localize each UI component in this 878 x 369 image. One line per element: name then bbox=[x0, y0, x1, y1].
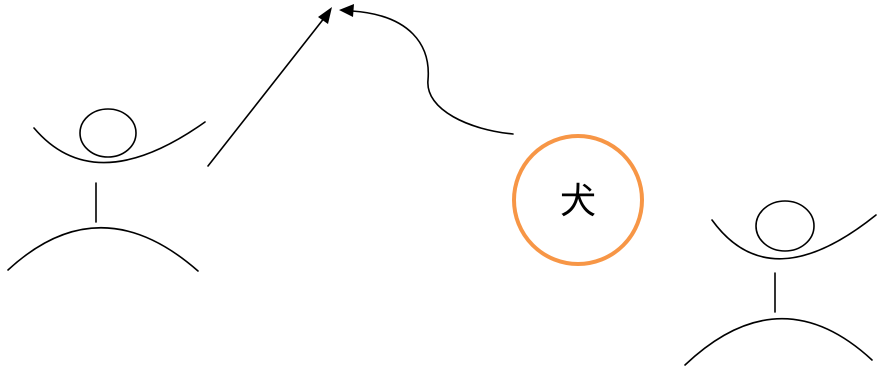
straight-arrow-head bbox=[318, 7, 332, 24]
left-person-figure bbox=[7, 108, 206, 272]
curved-arrow-head bbox=[339, 4, 354, 17]
right-person-head bbox=[755, 200, 815, 252]
left-person-legs bbox=[7, 226, 199, 272]
left-person-arms bbox=[33, 121, 206, 164]
curved-arrow bbox=[339, 4, 514, 135]
dog-circle: 犬 bbox=[512, 134, 644, 266]
right-person-legs bbox=[684, 317, 873, 366]
left-person-head bbox=[79, 108, 137, 158]
right-person-figure bbox=[684, 200, 877, 366]
curved-arrow-shaft bbox=[351, 10, 514, 135]
right-person-arms bbox=[711, 214, 877, 260]
straight-arrow bbox=[207, 7, 332, 167]
dog-circle-ring bbox=[512, 134, 644, 266]
dog-kanji-label: 犬 bbox=[560, 181, 596, 222]
straight-arrow-shaft bbox=[207, 16, 326, 167]
